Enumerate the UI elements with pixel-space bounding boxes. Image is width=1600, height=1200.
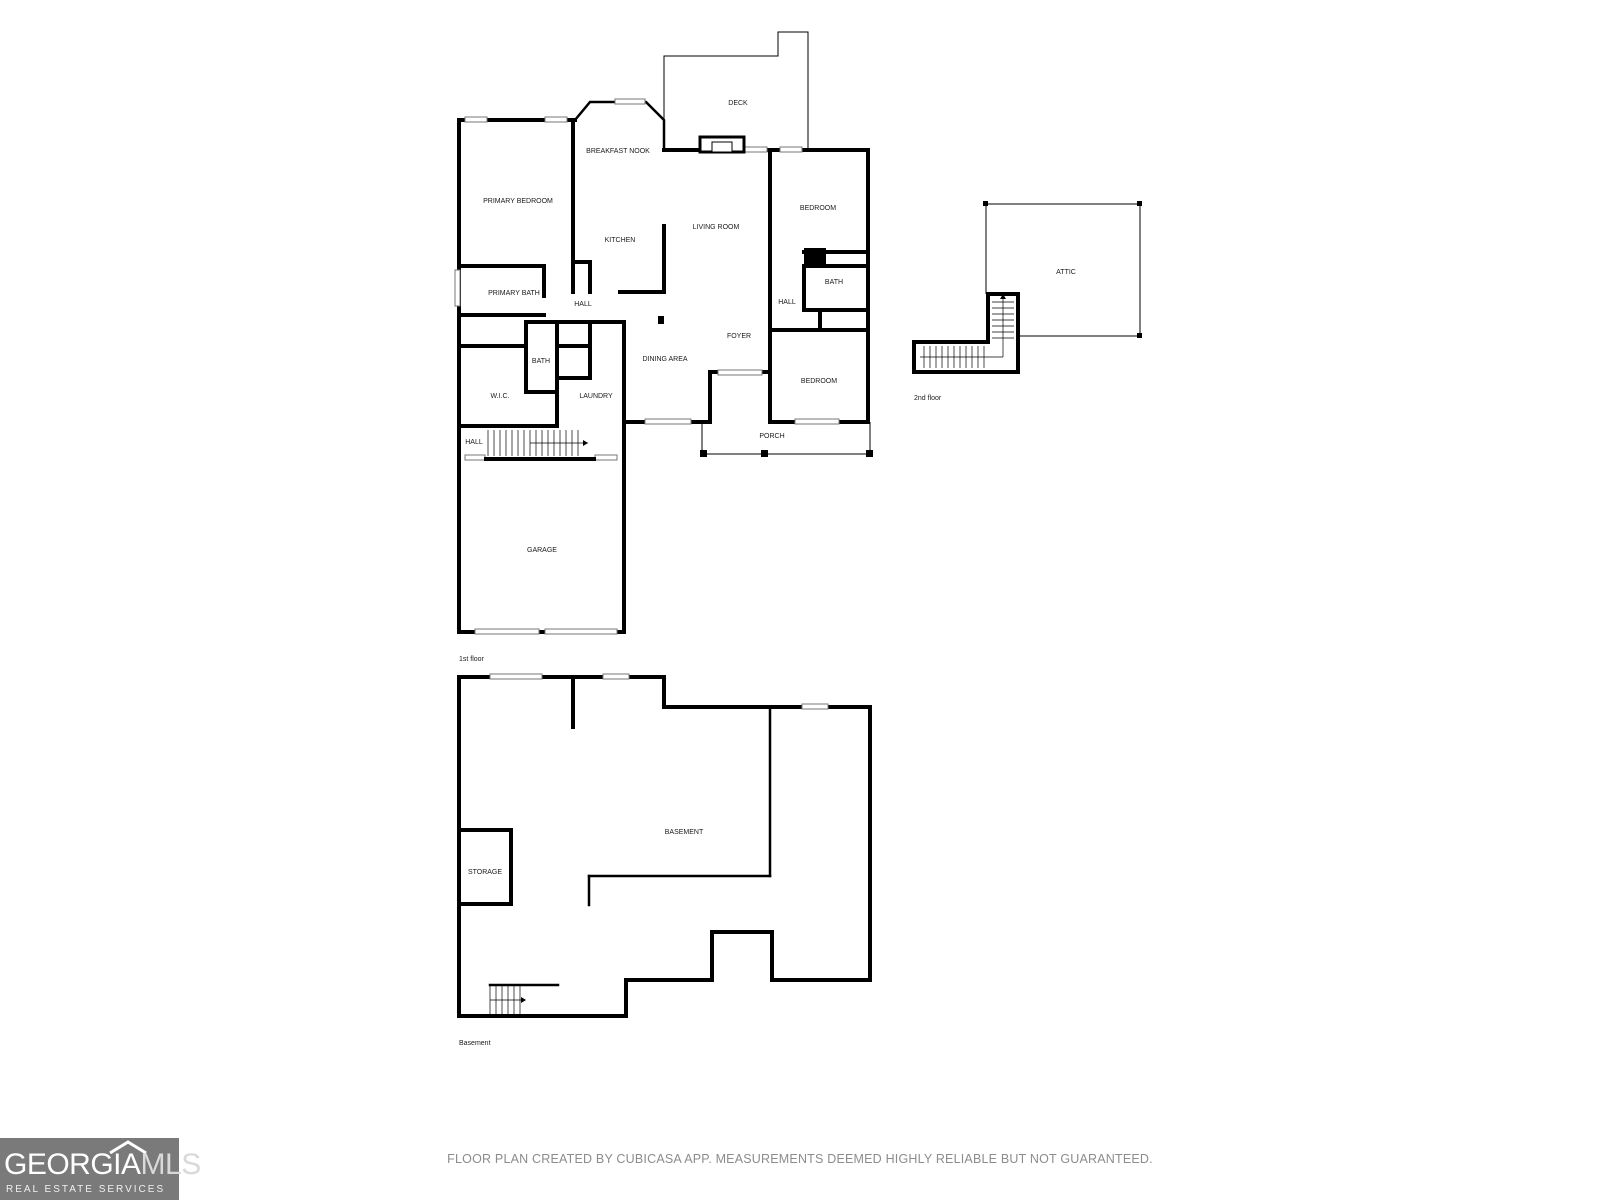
disclaimer-text: FLOOR PLAN CREATED BY CUBICASA APP. MEAS… [447,1152,1153,1166]
window [474,628,540,635]
floor-caption-basement: Basement [459,1040,491,1047]
second-floor-plan [912,201,1142,374]
room-label-storage: STORAGE [468,869,502,876]
room-label-bath: BATH [825,279,843,286]
exterior-wall-left [457,118,626,634]
fireplace-hearth [711,141,733,153]
room-label-dining-area: DINING AREA [642,356,687,363]
bedroom-closet [804,248,826,266]
basement-plan [457,673,872,1018]
basement-stairs-lower [489,986,526,1014]
column [658,316,664,324]
window [544,116,568,123]
window [489,673,543,680]
logo-name-bold: GEORGIA [4,1148,141,1181]
logo-name-light: MLS [140,1148,202,1181]
room-label-laundry: LAUNDRY [579,393,613,400]
exterior-wall-breakfast-bay [573,100,666,152]
room-label-bedroom: BEDROOM [800,205,836,212]
window [464,116,488,123]
roof-icon [109,1140,147,1154]
attic-post [1137,333,1142,338]
window [801,703,829,710]
room-label-basement: BASEMENT [665,829,704,836]
room-label-deck: DECK [728,100,748,107]
room-label-porch: PORCH [759,433,784,440]
window [744,146,768,153]
bath-wall [802,264,870,312]
basement-stairs [487,430,588,456]
room-label-wic: W.I.C. [490,393,509,400]
basement-exterior-wall [457,675,872,1018]
porch-post [761,450,768,457]
room-label-living-room: LIVING ROOM [693,224,740,231]
porch-post [700,450,707,457]
room-label-hall: HALL [574,301,592,308]
wall [555,320,626,422]
window [464,454,486,461]
room-label-hall: HALL [465,439,483,446]
room-label-garage: GARAGE [527,547,557,554]
window [454,269,461,307]
room-label-breakfast-nook: BREAKFAST NOOK [586,148,650,155]
georgia-mls-logo: GEORGIAMLS REAL ESTATE SERVICES [0,1138,201,1200]
window [644,418,692,425]
storage-wall [457,828,513,906]
stair-wall [912,292,1020,374]
closet-wall [555,344,592,380]
room-label-bath: BATH [532,358,550,365]
logo-wordmark: GEORGIAMLS [4,1150,201,1180]
window [779,146,803,153]
room-label-primary-bath: PRIMARY BATH [488,290,540,297]
attic-post [1137,201,1142,206]
window [594,454,618,461]
attic-stairs [920,294,1014,368]
window [614,98,646,105]
window [794,418,840,425]
room-label-primary-bedroom: PRIMARY BEDROOM [483,198,553,205]
window [544,628,618,635]
kitchen-wall [573,260,592,294]
attic-post [983,201,988,206]
logo-tagline: REAL ESTATE SERVICES [6,1184,166,1195]
room-label-attic: ATTIC [1056,269,1076,276]
room-label-kitchen: KITCHEN [605,237,636,244]
porch-outline [701,422,871,455]
room-label-foyer: FOYER [727,333,751,340]
porch-post [866,450,873,457]
room-labels: DECK BREAKFAST NOOK PRIMARY BEDROOM KITC… [459,100,1076,1047]
room-label-hall: HALL [778,299,796,306]
window [717,369,763,376]
room-label-bedroom: BEDROOM [801,378,837,385]
floor-caption-2nd: 2nd floor [914,395,942,402]
deck-outline [663,31,809,152]
first-floor-plan [454,31,873,635]
window [602,673,630,680]
floor-caption-1st: 1st floor [459,656,485,663]
attic-outline [986,203,1141,337]
